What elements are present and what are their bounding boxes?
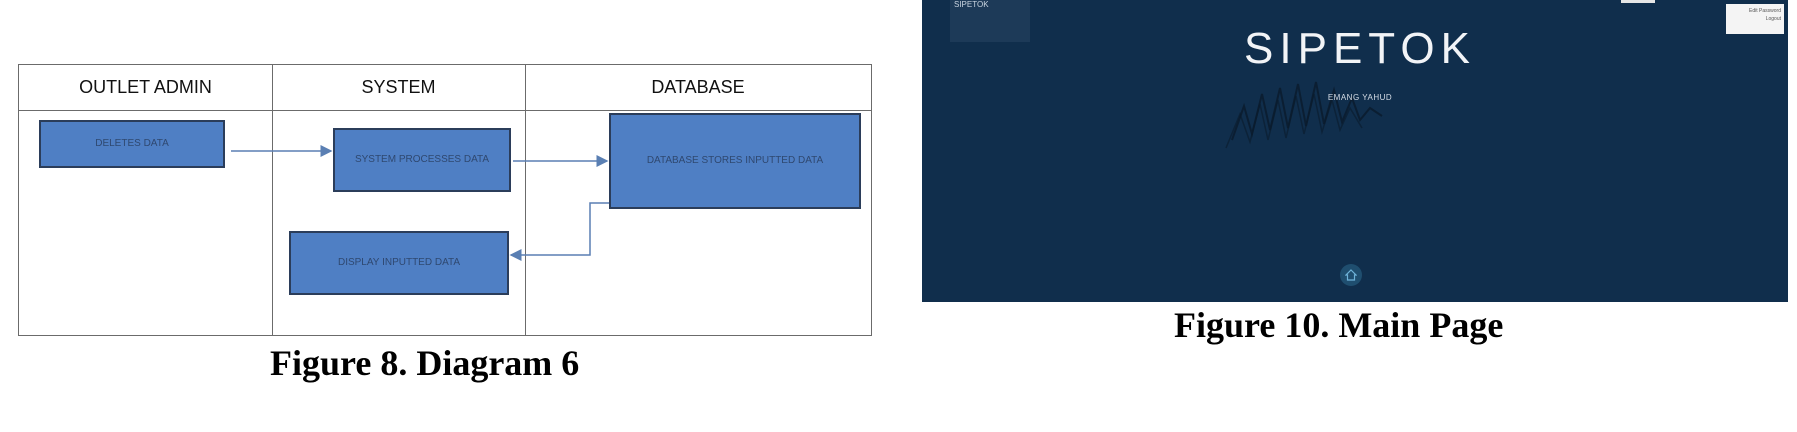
process-deletes-data: DELETES DATA [39,120,225,168]
lane-divider [525,65,526,335]
home-icon-glyph [1345,269,1357,281]
figure-8-caption: Figure 8. Diagram 6 [270,343,580,383]
home-icon[interactable] [1340,264,1362,286]
swimlane-diagram: OUTLET ADMIN SYSTEM DATABASE DELETES DAT… [18,64,872,336]
logo-tile[interactable]: SIPETOK [950,0,1030,42]
logo-text: SIPETOK [954,0,989,9]
app-subtitle: EMANG YAHUD [1327,93,1393,102]
lane-divider [272,65,273,335]
decorative-scribble [1225,81,1383,149]
lane-header-database: DATABASE [525,65,871,111]
process-database-stores-data: DATABASE STORES INPUTTED DATA [609,113,861,209]
flow-arrows [231,145,609,261]
app-title: SIPETOK [1244,24,1476,73]
lane-header-outlet-admin: OUTLET ADMIN [19,65,272,111]
figure-10-caption: Figure 10. Main Page [1174,305,1504,345]
arrow-database-to-display [509,202,609,261]
account-button[interactable] [1621,0,1655,3]
menu-item-edit-password[interactable]: Edit Password [1749,8,1781,14]
main-page-screenshot: SIPETOK Edit Password Logout SIPETOK EMA… [922,0,1788,302]
lane-header-system: SYSTEM [272,65,525,111]
process-display-inputted-data: DISPLAY INPUTTED DATA [289,231,509,295]
account-menu: Edit Password Logout [1726,4,1784,34]
menu-item-logout[interactable]: Logout [1765,16,1781,22]
process-system-processes-data: SYSTEM PROCESSES DATA [333,128,511,192]
